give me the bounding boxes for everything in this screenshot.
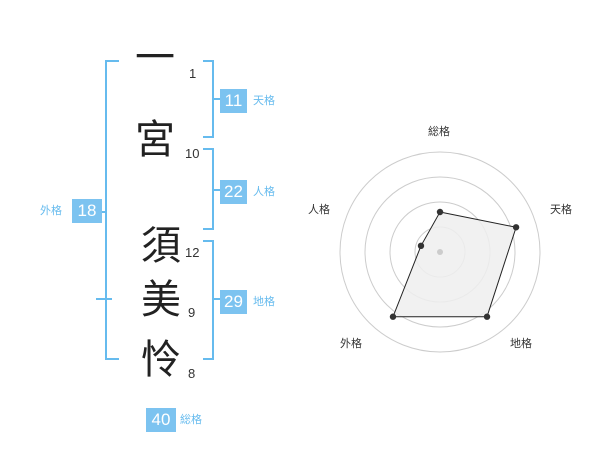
stroke-count-5: 8 (188, 366, 196, 381)
radar-point-5 (417, 242, 425, 250)
jinkaku-value-badge: 22 (220, 180, 247, 204)
tenkaku-value-badge: 11 (220, 89, 247, 113)
radar-axis-label-tenkaku: 天格 (550, 203, 572, 216)
name-char-3: 須 (141, 223, 181, 269)
name-char-5: 怜 (141, 337, 181, 383)
radar-point-1 (436, 208, 444, 216)
soukaku-value-badge: 40 (146, 408, 176, 432)
radar-ring-3 (364, 176, 516, 328)
radar-point-3 (483, 313, 491, 320)
radar-series-area (392, 211, 517, 318)
gaikaku-label: 外格 (40, 204, 62, 217)
name-char-2: 宮 (135, 117, 175, 163)
stroke-count-2: 10 (185, 146, 200, 161)
radar-axis-label-chikaku: 地格 (510, 337, 532, 350)
radar-ring-4 (339, 151, 541, 353)
radar-center-dot (437, 249, 443, 255)
chikaku-value-badge: 29 (220, 290, 247, 314)
stroke-count-4: 9 (188, 305, 196, 320)
name-char-4: 美 (141, 277, 181, 323)
stroke-count-3: 12 (185, 245, 200, 260)
jinkaku-label: 人格 (253, 185, 275, 198)
chikaku-label: 地格 (253, 295, 275, 308)
radar-point-2 (512, 224, 520, 231)
radar-axis-label-jinkaku: 人格 (308, 203, 330, 216)
name-char-1: 一 (135, 35, 175, 81)
radar-axis-label-gaikaku: 外格 (340, 337, 362, 350)
tenkaku-label: 天格 (253, 94, 275, 107)
radar-point-4 (389, 313, 397, 320)
soukaku-label: 総格 (180, 413, 202, 426)
radar-axis-label-soukaku: 総格 (428, 125, 450, 138)
gaikaku-value-badge: 18 (72, 199, 102, 223)
stroke-count-1: 1 (189, 66, 197, 81)
